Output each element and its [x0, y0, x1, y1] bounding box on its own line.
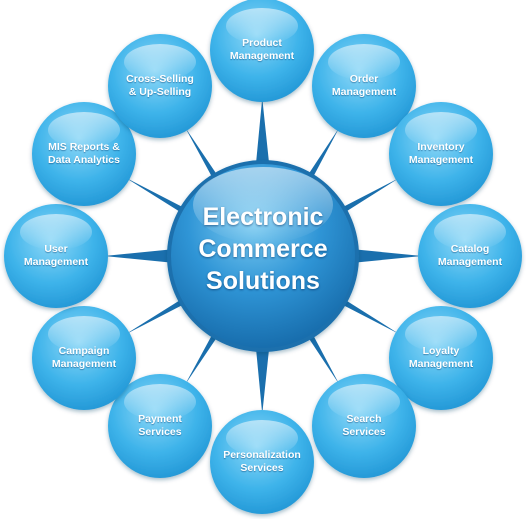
- node-label-line: Inventory: [417, 141, 465, 153]
- node-label-line: MIS Reports &: [48, 141, 120, 153]
- node-label-line: Cross-Selling: [126, 73, 194, 85]
- node-label-line: Order: [349, 73, 379, 85]
- node-label-cross-selling-up-selling: Cross-Selling& Up-Selling: [108, 73, 212, 99]
- node-order-management: [312, 34, 416, 138]
- node-label-line: Management: [229, 50, 295, 62]
- connector-personalization-services: [255, 343, 270, 415]
- connector-layer: [104, 97, 422, 415]
- hub-title-line: Commerce: [198, 235, 328, 263]
- node-user-management: [4, 204, 108, 308]
- node-label-line: Campaign: [58, 345, 110, 357]
- connector-campaign-management: [125, 296, 189, 335]
- hub-title-line: Solutions: [206, 267, 320, 295]
- connector-payment-services: [184, 329, 220, 385]
- node-label-line: Management: [437, 256, 503, 268]
- node-campaign-management: [32, 306, 136, 410]
- node-payment-services: [108, 374, 212, 478]
- node-label-line: Management: [23, 256, 89, 268]
- node-label-line: Loyalty: [422, 345, 460, 357]
- node-label-line: Management: [408, 358, 474, 370]
- node-label-line: Management: [51, 358, 117, 370]
- node-label-line: Product: [242, 37, 282, 49]
- node-product-management: [210, 0, 314, 102]
- node-label-line: Catalog: [450, 243, 490, 255]
- node-label-line: Services: [138, 426, 182, 438]
- node-label-line: & Up-Selling: [128, 86, 192, 98]
- node-mis-reports-data-analytics: [32, 102, 136, 206]
- connector-loyalty-management: [337, 297, 400, 335]
- node-inventory-management: [389, 102, 493, 206]
- connector-user-management: [104, 249, 175, 263]
- node-label-line: Search: [346, 413, 382, 425]
- connector-mis-reports-data-analytics: [125, 177, 189, 216]
- node-label-line: Personalization: [223, 449, 301, 461]
- node-cross-selling-up-selling: [108, 34, 212, 138]
- connector-cross-selling-up-selling: [184, 127, 220, 183]
- hub-circle: [167, 160, 359, 352]
- node-label-line: Payment: [138, 413, 182, 425]
- hub-title-line: Electronic: [202, 203, 324, 231]
- node-label-line: User: [44, 243, 68, 255]
- node-label-mis-reports-data-analytics: MIS Reports &Data Analytics: [32, 141, 136, 167]
- node-search-services: [312, 374, 416, 478]
- node-label-line: Management: [331, 86, 397, 98]
- node-label-line: Services: [342, 426, 386, 438]
- connector-catalog-management: [351, 249, 422, 263]
- connector-order-management: [305, 127, 340, 182]
- node-label-line: Data Analytics: [48, 154, 120, 166]
- node-label-line: Services: [240, 462, 284, 474]
- node-loyalty-management: [389, 306, 493, 410]
- hub-title: Electronic Commerce Solutions: [173, 201, 353, 297]
- node-label-line: Management: [408, 154, 474, 166]
- satellite-layer: [4, 0, 522, 514]
- connector-search-services: [305, 330, 340, 385]
- connector-product-management: [255, 97, 270, 169]
- connector-inventory-management: [337, 177, 400, 215]
- node-personalization-services: [210, 410, 314, 514]
- node-catalog-management: [418, 204, 522, 308]
